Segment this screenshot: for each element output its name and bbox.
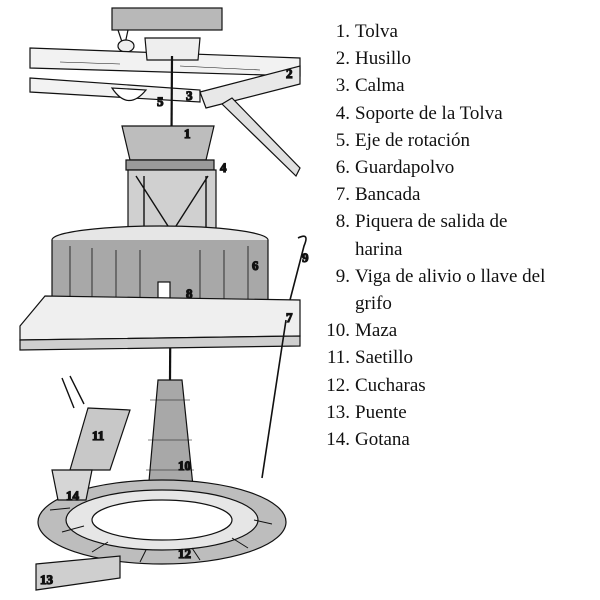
legend-item: 12.Cucharas (318, 372, 598, 399)
legend-label: Husillo (355, 48, 411, 70)
casing-planks (69, 246, 249, 318)
legend-label: Viga de alivio o llave del grifo (355, 265, 546, 315)
callout-12: 12 (178, 546, 191, 561)
legend-number: 9. (335, 265, 350, 287)
pulley-icon (117, 39, 135, 53)
hopper (121, 125, 215, 161)
legend-item: 7.Bancada (318, 181, 598, 208)
legend-item: 10.Maza (318, 317, 598, 344)
husillo-beam (199, 65, 301, 109)
pail-icon (110, 87, 148, 102)
legend-item: 4.Soporte de la Tolva (318, 100, 598, 127)
callout-1: 1 (184, 126, 191, 141)
legend-number: 12. (326, 374, 350, 396)
legend-label: Gotana (355, 429, 410, 451)
callout-5: 5 (157, 94, 164, 109)
legend-number: 7. (335, 184, 350, 206)
legend-label: Tolva (355, 21, 398, 42)
legend-item: 1.Tolva (318, 18, 598, 45)
legend-label: Guardapolvo (355, 157, 455, 179)
bearing-block (144, 37, 201, 61)
maza-bands (146, 399, 194, 471)
legend-label: Saetillo (355, 347, 414, 369)
support-struts (135, 175, 209, 232)
callout-8: 8 (186, 286, 193, 301)
legend-label: Puente (355, 401, 407, 423)
ceiling-beam (111, 7, 223, 31)
callout-3: 3 (186, 88, 193, 103)
floor-platform (19, 295, 301, 341)
legend-label: Eje de rotación (355, 129, 471, 151)
legend-number: 1. (335, 21, 350, 42)
puente-beam (35, 555, 121, 591)
legend-item: 5.Eje de rotación (318, 127, 598, 154)
relief-lever (289, 235, 307, 301)
floor-edge (19, 335, 301, 351)
hopper-rim (125, 159, 215, 171)
callout-2: 2 (286, 66, 293, 81)
callout-7: 7 (286, 310, 293, 325)
callout-6: 6 (252, 258, 259, 273)
legend-item: 14.Gotana (318, 426, 598, 453)
legend-item: 2.Husillo (318, 45, 598, 72)
legend-number: 8. (335, 211, 350, 233)
watermill-illustration: 1 2 3 4 5 6 7 8 9 10 11 12 13 14 (19, 7, 310, 591)
legend-number: 5. (335, 129, 350, 151)
wheel-hub-ring (91, 499, 233, 541)
legend-label: Soporte de la Tolva (355, 102, 503, 124)
legend-label: Bancada (355, 184, 421, 206)
legend-number: 6. (335, 157, 350, 179)
legend-number: 10. (326, 320, 350, 342)
legend-item: 6.Guardapolvo (318, 154, 598, 181)
legend-number: 4. (335, 102, 350, 124)
callout-9: 9 (302, 250, 309, 265)
saetillo-chute (69, 407, 131, 471)
legend-item: 13.Puente (318, 399, 598, 426)
callout-11: 11 (92, 428, 104, 443)
legend-number: 2. (335, 48, 350, 70)
legend-item: 11.Saetillo (318, 344, 598, 371)
legend-number: 11. (326, 347, 350, 369)
callout-4: 4 (220, 160, 227, 175)
brace-beam (221, 97, 301, 178)
beam-grain (59, 61, 261, 71)
callout-13: 13 (40, 572, 54, 587)
legend-item: 3.Calma (318, 72, 598, 99)
legend-label: Maza (355, 320, 398, 342)
legend-label: Piquera de salida de harina (355, 211, 508, 260)
legend-number: 14. (326, 429, 350, 451)
saetillo-handle (61, 375, 85, 409)
callout-14: 14 (66, 488, 80, 503)
callout-10: 10 (178, 458, 191, 473)
gotana-trough (51, 469, 93, 501)
legend-label: Calma (355, 75, 405, 97)
wheel-paddles (49, 507, 273, 563)
relief-rod (261, 319, 287, 479)
legend-number: 13. (326, 401, 350, 423)
legend-label: Cucharas (355, 374, 426, 396)
hopper-support (127, 169, 217, 233)
legend-item: 8.Piquera de salida de harina (318, 208, 598, 262)
legend-item: 9.Viga de alivio o llave del grifo (318, 263, 598, 317)
legend-number: 3. (335, 75, 350, 97)
